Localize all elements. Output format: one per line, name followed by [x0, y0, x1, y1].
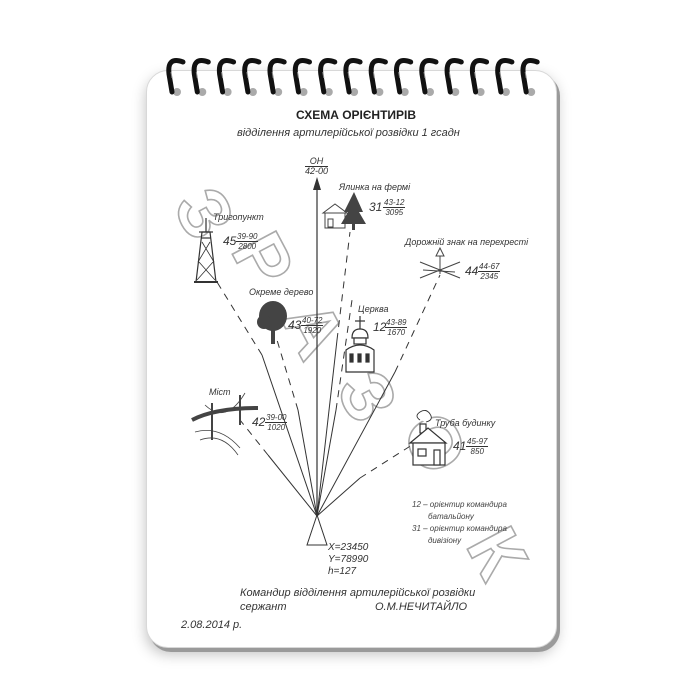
spiral-ring	[216, 58, 237, 96]
landmark-number: 12	[373, 320, 387, 334]
house-chimney-icon	[408, 409, 448, 466]
landmark-fraction: 43-12 3095	[383, 198, 406, 217]
spiral-ring	[444, 58, 464, 96]
landmark-fraction: 40-72 1920	[301, 316, 324, 335]
landmark-label: Міст	[209, 387, 231, 397]
signature-name: О.М.НЕЧИТАЙЛО	[375, 601, 468, 613]
landmark-label: Ялинка на фермі	[339, 182, 411, 192]
spiral-ring	[242, 58, 262, 96]
landmark-fraction: 45-97 850	[466, 437, 489, 456]
origin-coordinates: X=23450 Y=78990 h=127	[328, 542, 368, 578]
fir-tree-farm-icon	[321, 192, 366, 230]
document-date: 2.08.2014 р.	[181, 619, 243, 631]
landmark-label: Тригопункт	[213, 212, 264, 222]
landmark-number: 31	[369, 200, 383, 214]
bridge-icon	[191, 392, 259, 456]
landmark-label: Дорожній знак на перехресті	[405, 237, 529, 247]
document-subtitle: відділення артилерійської розвідки 1 гса…	[237, 127, 460, 139]
landmark-label: Церква	[358, 304, 389, 314]
spiral-ring	[469, 58, 490, 96]
spiral-binding	[166, 58, 540, 96]
legend: 12 – орієнтир командира батальйону 31 – …	[412, 500, 507, 545]
arrow-head-icon	[313, 177, 321, 190]
landmark-fraction: 44-67 2345	[478, 262, 501, 281]
spiral-ring	[343, 58, 363, 96]
spiral-ring	[166, 58, 186, 96]
church-icon	[345, 316, 375, 373]
landmark-label: Окреме дерево	[249, 287, 314, 297]
trig-point-tower-icon	[194, 218, 218, 283]
landmark-fraction: 39-90 2800	[236, 232, 259, 251]
landmark-label: Труба будинку	[435, 418, 496, 428]
document-title: СХЕМА ОРІЄНТИРІВ	[296, 108, 417, 122]
spiral-ring	[292, 58, 312, 96]
spiral-ring	[495, 58, 515, 96]
landmark-number: 42	[252, 415, 266, 429]
spiral-ring	[419, 58, 439, 96]
landmark-number: 44	[465, 264, 479, 278]
spiral-ring	[393, 58, 414, 96]
road-sign-crossroad-icon	[419, 246, 461, 279]
signature-position: Командир відділення артилерійської розві…	[240, 587, 476, 599]
main-direction-label: ОН 42-00	[305, 156, 329, 176]
spiral-ring	[267, 58, 287, 96]
origin-y: Y=78990	[328, 554, 369, 565]
spiral-ring	[368, 58, 388, 96]
spiral-ring	[318, 58, 338, 96]
landmark-fraction: 43-89 1670	[385, 318, 408, 337]
spiral-ring	[191, 58, 211, 96]
signature-rank: сержант	[240, 601, 287, 613]
landmark-number: 41	[453, 439, 467, 453]
landmark-fraction: 39-00 1020	[265, 413, 288, 432]
spiral-ring	[520, 58, 540, 96]
observation-post-icon	[306, 513, 328, 546]
tree-icon	[257, 301, 287, 344]
landmark-number: 43	[288, 318, 302, 332]
landmark-number: 45	[223, 234, 237, 248]
origin-x: X=23450	[328, 542, 369, 553]
origin-h: h=127	[328, 566, 357, 577]
